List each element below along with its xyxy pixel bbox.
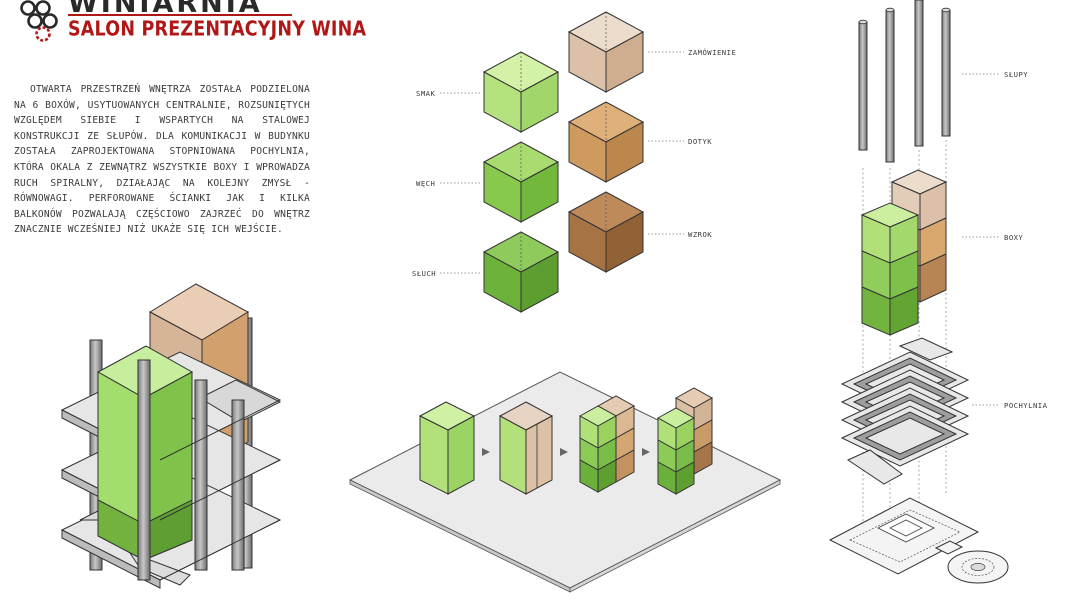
building-green-box — [96, 345, 194, 561]
sense-cubes: SMAK WĘCH SŁUCH ZAMÓWIENIE DOTYK WZROK — [412, 11, 736, 313]
cube-wech — [482, 141, 560, 223]
building-columns-front — [137, 359, 245, 581]
label-smak: SMAK — [416, 89, 435, 98]
grapes-logo-icon — [20, 0, 58, 42]
building-axonometric — [60, 283, 282, 589]
arrow-icon — [642, 448, 650, 456]
arrow-icon — [482, 448, 490, 456]
cube-dotyk — [567, 101, 645, 183]
exploded-floor-plan — [828, 497, 1009, 584]
building-plate-edges — [159, 399, 281, 581]
label-zamowienie: ZAMÓWIENIE — [688, 48, 736, 57]
exploded-leader-lines — [962, 73, 1000, 406]
exploded-columns — [858, 0, 951, 163]
exploded-boxes — [860, 169, 948, 336]
sequence-diagram — [348, 371, 782, 593]
label-wech: WĘCH — [416, 179, 435, 188]
label-slupy: SŁUPY — [1004, 70, 1028, 79]
sequence-step-1 — [418, 401, 476, 495]
title-underline — [68, 14, 292, 16]
label-boxy: BOXY — [1004, 233, 1023, 242]
description-text: OTWARTA PRZESTRZEŃ WNĘTRZA ZOSTAŁA PODZI… — [14, 84, 310, 236]
sequence-step-3 — [578, 395, 636, 493]
label-pochylnia: POCHYLNIA — [1004, 401, 1048, 410]
cube-leader-lines — [440, 51, 684, 274]
arrow-icon — [560, 448, 568, 456]
cube-wzrok — [567, 191, 645, 273]
sequence-step-2 — [498, 401, 554, 495]
exploded-axonometric: SŁUPY BOXY POCHYLNIA — [828, 0, 1048, 584]
cube-smak — [482, 51, 560, 133]
label-sluch: SŁUCH — [412, 269, 436, 278]
sequence-step-4 — [656, 387, 714, 495]
exploded-ramp — [840, 337, 970, 485]
page-subtitle: SALON PREZENTACYJNY WINA — [68, 18, 367, 41]
title-block: WINIARNIA SALON PREZENTACYJNY WINA — [8, 0, 366, 46]
label-dotyk: DOTYK — [688, 137, 712, 146]
cube-sluch — [482, 231, 560, 313]
cube-zamowienie — [567, 11, 645, 93]
label-wzrok: WZROK — [688, 230, 712, 239]
